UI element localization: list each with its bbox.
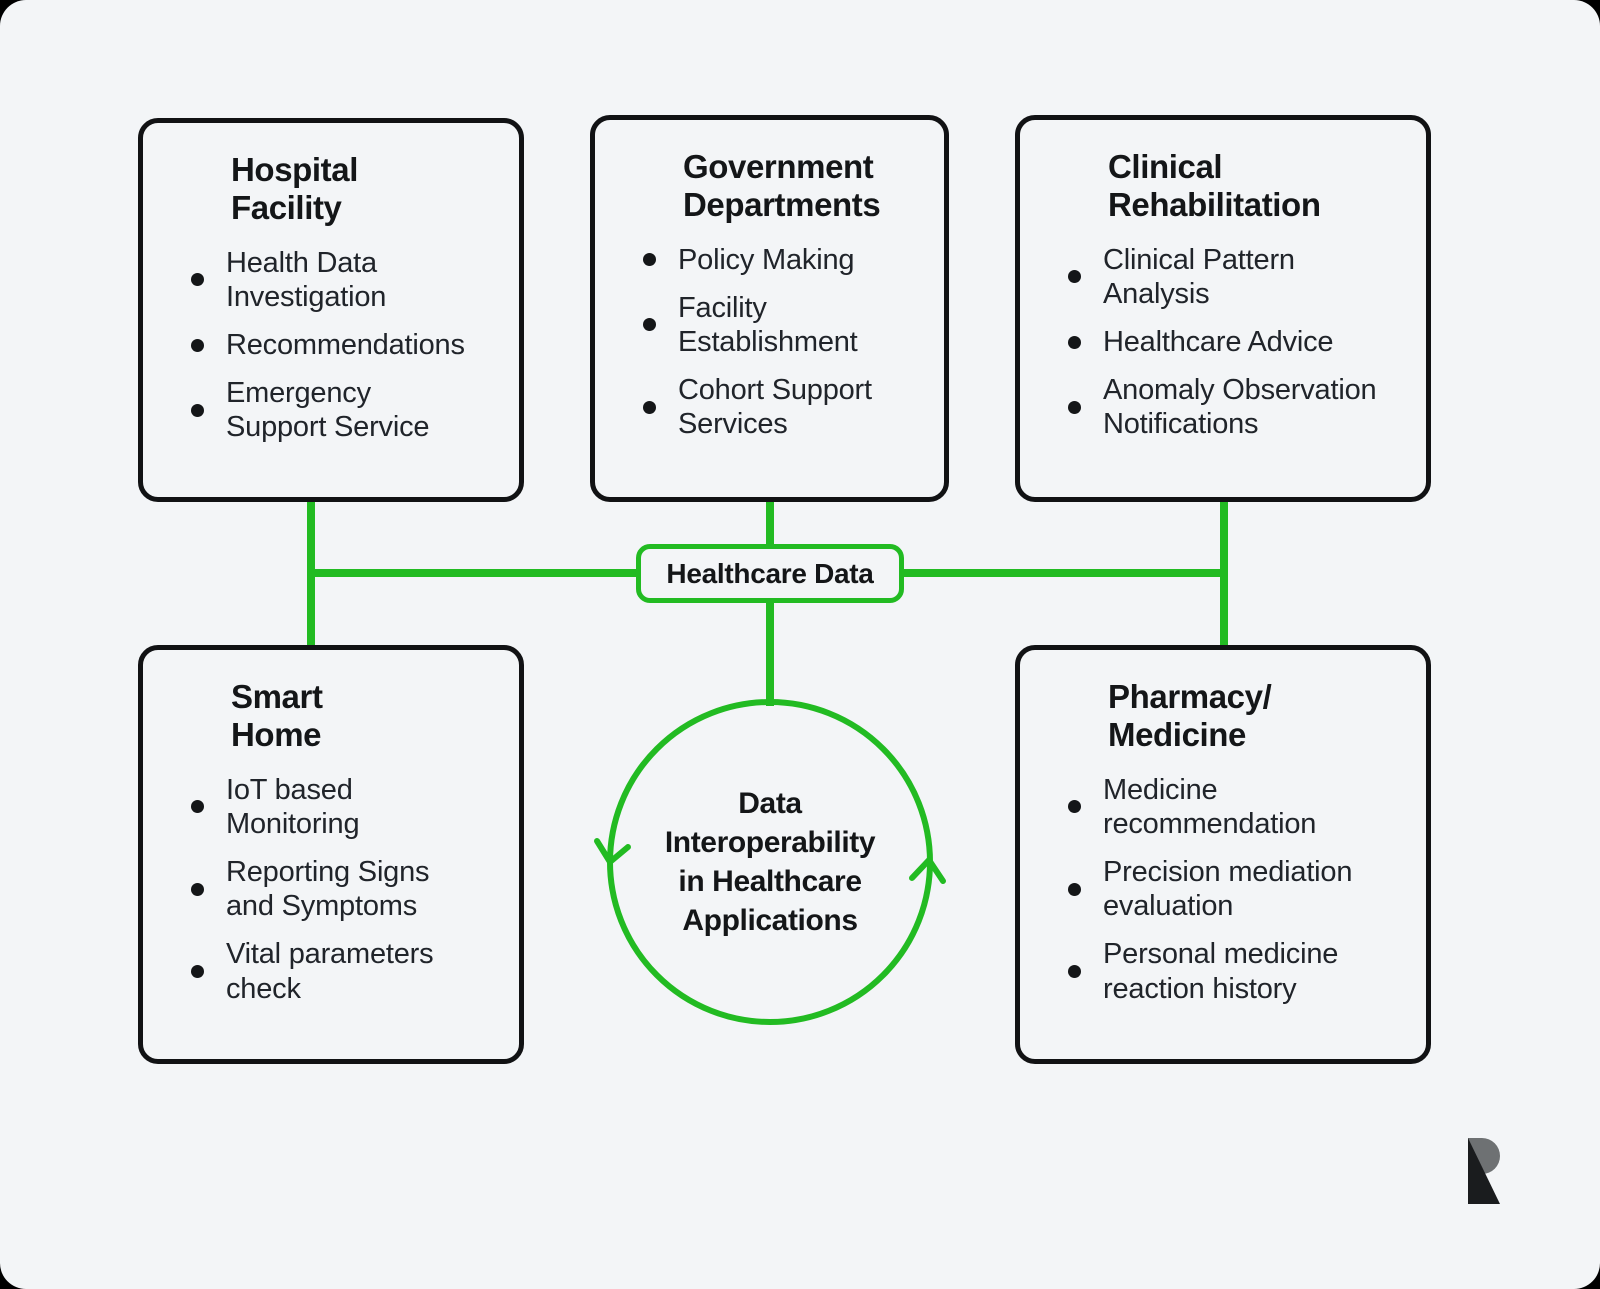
bullet-dot-icon [191,273,204,287]
bullet-dot-icon [191,403,204,417]
list-item-label: Vital parameters check [226,938,434,1005]
list-item-label: Recommendations [226,328,465,361]
card-bullet-list: IoT based Monitoring Reporting Signs and… [143,773,519,1006]
list-item: Cohort Support Services [595,373,944,441]
list-item: Recommendations [143,328,519,362]
list-item: Emergency Support Service [143,376,519,444]
bullet-dot-icon [1068,800,1081,814]
list-item-label: Personal medicine reaction history [1103,938,1339,1005]
card-pharmacy-medicine[interactable]: Pharmacy/ Medicine Medicine recommendati… [1015,645,1431,1064]
card-smart-home[interactable]: Smart Home IoT based Monitoring Reportin… [138,645,524,1064]
bullet-dot-icon [1068,400,1081,414]
bullet-dot-icon [1068,335,1081,349]
list-item-label: IoT based Monitoring [226,773,360,840]
list-item-label: Healthcare Advice [1103,325,1334,358]
card-title: Government Departments [683,148,881,224]
list-item-label: Reporting Signs and Symptoms [226,855,430,923]
card-title: Pharmacy/ Medicine [1108,678,1272,754]
healthcare-data-node[interactable]: Healthcare Data [636,544,904,603]
list-item: Medicine recommendation [1020,773,1426,841]
card-title: Smart Home [231,678,323,754]
card-government-departments[interactable]: Government Departments Policy Making Fac… [590,115,949,502]
list-item-label: Precision mediation evaluation [1103,855,1353,923]
list-item: Clinical Pattern Analysis [1020,243,1426,311]
list-item-label: Health Data Investigation [226,246,387,313]
healthcare-data-label: Healthcare Data [666,557,874,589]
list-item-label: Facility Establishment [678,291,858,358]
list-item-label: Policy Making [678,243,855,276]
card-bullet-list: Health Data Investigation Recommendation… [143,246,519,445]
card-bullet-list: Clinical Pattern Analysis Healthcare Adv… [1020,243,1426,442]
list-item: IoT based Monitoring [143,773,519,841]
bullet-dot-icon [191,800,204,814]
list-item-label: Anomaly Observation Notifications [1103,374,1377,441]
list-item-label: Medicine recommendation [1103,773,1317,840]
bullet-dot-icon [643,253,656,267]
list-item: Vital parameters check [143,937,519,1005]
r-logo-mark [1468,1138,1500,1204]
bullet-dot-icon [1068,270,1081,284]
list-item: Anomaly Observation Notifications [1020,373,1426,441]
card-title: Clinical Rehabilitation [1108,148,1321,224]
bullet-dot-icon [1068,882,1081,896]
bullet-dot-icon [643,400,656,414]
list-item: Precision mediation evaluation [1020,855,1426,923]
list-item: Healthcare Advice [1020,325,1426,359]
card-bullet-list: Medicine recommendation Precision mediat… [1020,773,1426,1006]
list-item-label: Clinical Pattern Analysis [1103,243,1295,310]
list-item: Personal medicine reaction history [1020,937,1426,1005]
list-item: Health Data Investigation [143,246,519,314]
card-bullet-list: Policy Making Facility Establishment Coh… [595,243,944,442]
bullet-dot-icon [1068,965,1081,979]
list-item: Policy Making [595,243,944,277]
bullet-dot-icon [191,338,204,352]
list-item: Reporting Signs and Symptoms [143,855,519,923]
list-item: Facility Establishment [595,291,944,359]
card-hospital-facility[interactable]: Hospital Facility Health Data Investigat… [138,118,524,502]
interoperability-label: Data Interoperability in Healthcare Appl… [664,787,876,937]
bullet-dot-icon [191,882,204,896]
card-clinical-rehabilitation[interactable]: Clinical Rehabilitation Clinical Pattern… [1015,115,1431,502]
list-item-label: Cohort Support Services [678,374,872,441]
interoperability-circle: Data Interoperability in Healthcare Appl… [608,700,932,1024]
bullet-dot-icon [191,965,204,979]
list-item-label: Emergency Support Service [226,377,430,444]
bullet-dot-icon [643,318,656,332]
card-title: Hospital Facility [231,151,358,227]
